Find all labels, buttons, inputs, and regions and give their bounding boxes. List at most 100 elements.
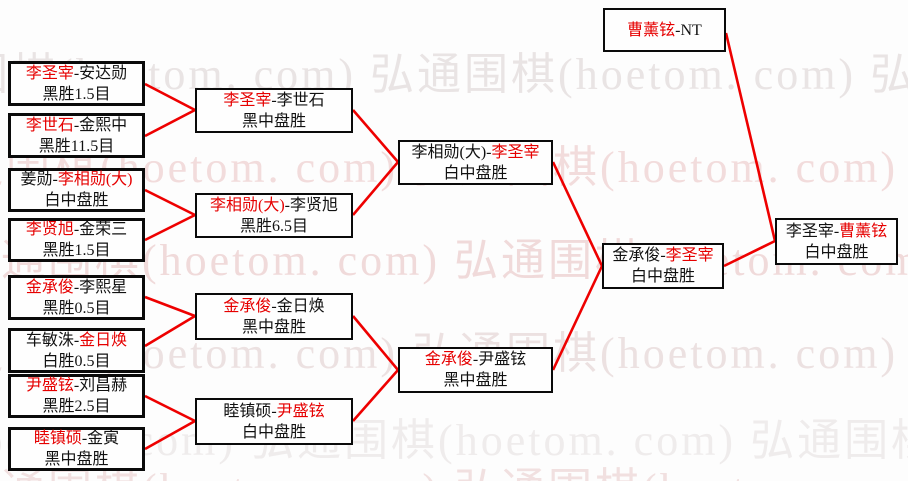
connector-line — [144, 295, 196, 318]
connector-line — [144, 314, 196, 348]
dash-separator: - — [660, 247, 666, 264]
match-result: 白中盘胜 — [804, 243, 869, 261]
match-players: 李圣宰-安达勋 — [26, 63, 127, 84]
player1-name: 李相勋(大) — [411, 143, 487, 161]
dash-separator: - — [486, 143, 492, 161]
dash-separator: - — [52, 171, 58, 188]
dash-separator: - — [833, 222, 840, 240]
match-box-seed: 曹薰铉-NT — [603, 8, 726, 52]
match-box-r1m7: 尹盛铉-刘昌赫黑胜2.5目 — [8, 374, 145, 418]
match-players: 李圣宰-李世石 — [223, 90, 324, 111]
match-result: 黑中盘胜 — [241, 112, 306, 130]
player2-name: 安达勋 — [79, 64, 128, 82]
connector-line — [144, 213, 196, 242]
match-result: 黑胜11.5目 — [38, 137, 115, 155]
match-box-r2m1: 李圣宰-李世石黑中盘胜 — [195, 88, 353, 133]
match-result: 黑胜0.5目 — [42, 299, 111, 317]
dash-separator: - — [73, 377, 80, 394]
player2-name: 金荣三 — [79, 221, 128, 238]
match-result: 黑胜6.5目 — [239, 217, 308, 235]
dash-separator: - — [675, 21, 681, 39]
player2-name: 金熙中 — [79, 116, 128, 134]
connector-line — [352, 109, 399, 163]
match-players: 李圣宰-曹薰铉 — [786, 221, 887, 242]
player2-name: 金寅 — [87, 430, 120, 447]
player1-name: 李圣宰 — [223, 91, 272, 109]
player1-name: 睦镇硕 — [223, 402, 272, 420]
player1-name: 金承俊 — [25, 278, 74, 296]
match-players: 金承俊-尹盛铉 — [425, 349, 526, 370]
match-box-final: 金承俊-李圣宰白中盘胜 — [602, 243, 724, 289]
player2-name: 李圣宰 — [665, 247, 714, 264]
player1-name: 李相勋(大) — [209, 196, 285, 214]
match-result: 白中盘胜 — [443, 164, 508, 182]
player1-name: 李世石 — [25, 116, 74, 134]
dash-separator: - — [73, 116, 80, 134]
connector-line — [551, 161, 604, 267]
match-box-r1m2: 李世石-金熙中黑胜11.5目 — [8, 113, 145, 158]
dash-separator: - — [271, 297, 277, 315]
player2-name: 金日焕 — [276, 297, 325, 315]
player2-name: 李相勋(大) — [57, 171, 133, 188]
player2-name: 尹盛铉 — [478, 351, 527, 368]
match-players: 姜勋-李相勋(大) — [20, 169, 132, 190]
player2-name: NT — [680, 21, 702, 39]
match-players: 睦镇硕-金寅 — [34, 428, 119, 449]
dash-separator: - — [73, 278, 80, 296]
match-box-sf2: 金承俊-尹盛铉黑中盘胜 — [398, 347, 553, 393]
match-result: 黑胜1.5目 — [42, 85, 111, 103]
player1-name: 金承俊 — [612, 247, 661, 264]
match-box-r2m2: 李相勋(大)-李贤旭黑胜6.5目 — [195, 193, 353, 238]
match-players: 车敏洙-金日焕 — [26, 330, 127, 351]
player2-name: 尹盛铉 — [276, 402, 325, 420]
player1-name: 李圣宰 — [25, 64, 74, 82]
match-players: 曹薰铉-NT — [627, 20, 702, 41]
player1-name: 李贤旭 — [25, 221, 74, 238]
match-players: 睦镇硕-尹盛铉 — [223, 401, 324, 422]
player1-name: 金承俊 — [223, 297, 272, 315]
connector-line — [352, 315, 399, 371]
match-result: 黑胜2.5目 — [42, 398, 111, 415]
connector-line — [144, 188, 196, 217]
dash-separator: - — [81, 430, 88, 447]
match-players: 尹盛铉-刘昌赫 — [26, 375, 127, 396]
dash-separator: - — [73, 331, 80, 349]
match-result: 黑中盘胜 — [443, 372, 508, 389]
match-players: 金承俊-金日焕 — [223, 296, 324, 317]
player2-name: 李熙星 — [79, 278, 128, 296]
dash-separator: - — [271, 402, 277, 420]
dash-separator: - — [271, 91, 277, 109]
match-box-r1m4: 李贤旭-金荣三黑胜1.5目 — [8, 218, 145, 262]
player1-name: 李圣宰 — [785, 222, 834, 240]
player2-name: 曹薰铉 — [839, 222, 888, 240]
dash-separator: - — [73, 221, 80, 238]
match-players: 金承俊-李圣宰 — [612, 245, 713, 266]
match-result: 白胜0.5目 — [42, 352, 111, 370]
player1-name: 曹薰铉 — [627, 21, 676, 39]
match-players: 李贤旭-金荣三 — [26, 219, 127, 240]
player1-name: 姜勋 — [20, 171, 53, 188]
connector-line — [352, 369, 399, 422]
match-box-r1m3: 姜勋-李相勋(大) 白中盘胜 — [8, 168, 145, 212]
match-players: 李世石-金熙中 — [26, 115, 127, 136]
connector-line — [724, 32, 777, 242]
match-box-r1m6: 车敏洙-金日焕白胜0.5目 — [8, 328, 145, 373]
match-box-r1m8: 睦镇硕-金寅黑中盘胜 — [8, 427, 145, 471]
match-box-sf1: 李相勋(大)-李圣宰白中盘胜 — [398, 140, 553, 185]
match-result: 白中盘胜 — [44, 192, 109, 209]
player1-name: 车敏洙 — [25, 331, 74, 349]
match-box-r2m4: 睦镇硕-尹盛铉白中盘胜 — [195, 398, 353, 445]
connector-line — [144, 108, 196, 138]
match-box-r1m5: 金承俊-李熙星黑胜0.5目 — [8, 275, 145, 320]
connector-line — [144, 419, 196, 451]
match-result: 黑胜1.5目 — [42, 242, 111, 259]
match-result: 黑中盘胜 — [44, 451, 109, 468]
player1-name: 尹盛铉 — [25, 377, 74, 394]
match-result: 白中盘胜 — [630, 268, 695, 285]
player2-name: 李圣宰 — [491, 143, 540, 161]
connector-line — [144, 394, 196, 423]
connector-line — [352, 161, 399, 216]
